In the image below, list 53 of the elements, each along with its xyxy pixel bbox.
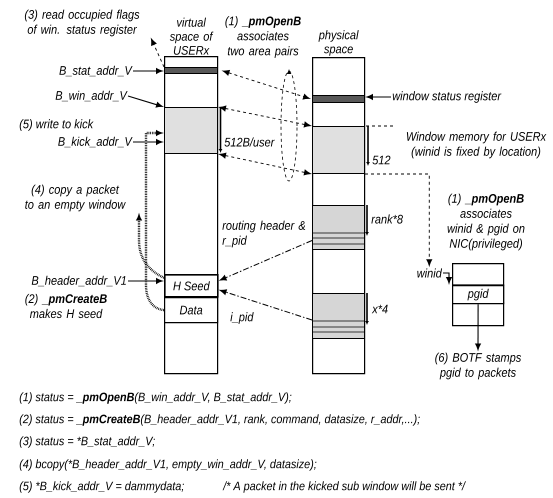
code-line: (5) *B_kick_addr_V = dammydata; (20, 481, 184, 493)
arrow (136, 214, 165, 279)
arrow (128, 95, 163, 108)
note-text: (6) BOTF stamps pgid to packets (435, 352, 522, 380)
window-area (312, 126, 365, 174)
note-text: (1) _pmOpenB associates two area pairs (225, 16, 301, 58)
arrow (133, 139, 162, 145)
step-note: (5) write to kick (20, 119, 94, 131)
address-label: B_stat_addr_V (59, 66, 133, 76)
arrow (219, 152, 311, 176)
step-note: (4) copy a packet to an empty window (25, 184, 126, 212)
arrow (128, 278, 162, 284)
status-band (312, 95, 365, 103)
address-label: B_header_addr_V1 (32, 276, 126, 286)
index-label: winid (417, 268, 442, 278)
dimension-label: rank*8 (371, 214, 403, 224)
note-text: (1) _pmOpenB associates winid & pgid on NIC(privileged) (448, 194, 524, 250)
code-comment: /* A packet in the kicked sub window will be sent */ (222, 481, 466, 493)
note-text: Window memory for USERx (winid is fixed by location) (406, 132, 546, 158)
status-band (164, 67, 218, 74)
arrow (133, 68, 162, 74)
arrow (222, 70, 310, 100)
note-text: (3) read occupied flags of win. status register (24, 10, 140, 36)
arrow (219, 106, 311, 128)
header-area (312, 205, 366, 250)
address-label: B_win_addr_V (56, 90, 128, 102)
window-area (164, 107, 218, 154)
register-label: window status register (392, 91, 502, 103)
code-line: (4) bcopy(*B_header_addr_V1, empty_win_addr_V, datasize); (20, 459, 316, 471)
arrow (150, 38, 164, 68)
dimension-label: 512 (372, 156, 390, 164)
seed-cell: H Seed (164, 274, 219, 298)
data-cell: Data (164, 297, 218, 324)
step-note: (2) _pmCreateB makes H seed (25, 294, 107, 318)
table-cell: pgid (452, 285, 504, 304)
arrow (220, 289, 312, 320)
dimension-label: 512B/user (224, 137, 275, 147)
edge-label: i_pid (230, 312, 254, 324)
address-label: B_kick_addr_V (58, 136, 133, 148)
code-line: (3) status = *B_stat_addr_V; (20, 436, 155, 448)
node-label: physical space (318, 30, 359, 56)
edge-label: routing header & r_pid (222, 220, 306, 248)
node-label: virtual space of USERx (170, 18, 214, 55)
arrow (364, 174, 432, 266)
header-area (312, 293, 366, 339)
arrow (220, 240, 312, 281)
arrow (144, 130, 164, 312)
code-line: (2) status = _pmCreateB(B_header_addr_V1, rank, command, datasize, r_addr,...); (20, 414, 420, 426)
code-line: (1) status = _pmOpenB(B_win_addr_V, B_stat_addr_V); (20, 392, 292, 404)
dimension-label: x*4 (372, 304, 388, 314)
arrow (366, 94, 391, 100)
arrow (475, 304, 481, 350)
arrow (443, 272, 452, 284)
